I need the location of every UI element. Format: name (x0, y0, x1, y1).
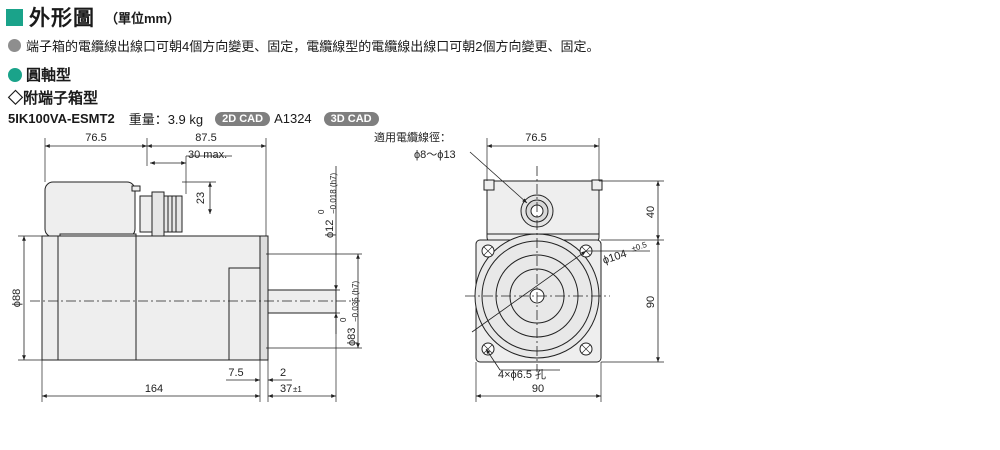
cad-2d-button[interactable]: 2D CAD (215, 111, 271, 126)
dim-23: 23 (195, 192, 207, 204)
dimension-drawing: 76.5 87.5 30 max. 23 ϕ12 0 −0.018 (h7) ϕ… (11, 130, 664, 402)
dim-37: 37 ±1 (280, 383, 302, 395)
svg-text:ϕ12: ϕ12 (324, 220, 336, 238)
model-name: 5IK100VA-ESMT2 (8, 111, 115, 126)
subsection-title: ◇附端子箱型 (8, 90, 99, 107)
front-view (465, 138, 664, 402)
svg-text:−0.018 (h7): −0.018 (h7) (329, 173, 338, 214)
dim-shaft-dia: ϕ12 0 −0.018 (h7) (317, 173, 338, 238)
gray-bullet-icon (8, 39, 21, 52)
motor-body (41, 235, 261, 361)
cable-label: 適用電纜線徑： (374, 130, 451, 144)
green-square-icon (6, 8, 23, 26)
svg-text:ϕ83: ϕ83 (346, 328, 358, 346)
dim-holes: 4×ϕ6.5 孔 (498, 368, 546, 381)
dim-76-5-side: 76.5 (85, 132, 106, 144)
dim-pcd: ϕ104 ±0.5 (601, 240, 648, 267)
cad-3d-button[interactable]: 3D CAD (323, 111, 379, 126)
svg-text:0: 0 (317, 209, 326, 214)
dim-90-bottom: 90 (532, 383, 544, 395)
dim-164: 164 (145, 383, 163, 395)
flange (259, 235, 269, 361)
cad-2d-code: A1324 (274, 111, 312, 126)
terminal-box (44, 181, 136, 238)
model-weight: 重量：3.9 kg (128, 112, 204, 127)
section-title: 圓軸型 (26, 67, 72, 84)
dim-90-right: 90 (645, 296, 657, 308)
description-text: 端子箱的電纜線出線口可朝4個方向變更、固定，電纜線型的電纜線出線口可朝2個方向變… (26, 39, 600, 54)
side-view (18, 138, 362, 402)
model-row: 5IK100VA-ESMT2 重量：3.9 kg 2D CAD A1324 3D… (8, 109, 383, 128)
dim-body-dia: ϕ88 (11, 289, 23, 307)
dim-pilot-dia: ϕ83 0 −0.035 (h7) (339, 281, 360, 346)
green-bullet-icon (8, 67, 22, 82)
mounting-holes (481, 244, 593, 356)
dim-40: 40 (645, 206, 657, 218)
cable-gland (139, 195, 153, 233)
svg-text:0: 0 (339, 317, 348, 322)
dim-30-max: 30 max. (188, 149, 227, 161)
svg-text:37: 37 (280, 383, 292, 395)
svg-text:±0.5: ±0.5 (630, 240, 648, 254)
dim-87-5: 87.5 (195, 132, 216, 144)
svg-text:−0.035 (h7): −0.035 (h7) (351, 281, 360, 322)
shaft (267, 289, 337, 314)
description-line: 端子箱的電纜線出線口可朝4個方向變更、固定，電纜線型的電纜線出線口可朝2個方向變… (8, 36, 599, 55)
cable-range: ϕ8～ϕ13 (414, 149, 456, 161)
dim-76-5-front: 76.5 (525, 132, 546, 144)
dim-7-5: 7.5 (228, 367, 243, 379)
svg-text:±1: ±1 (293, 385, 302, 394)
header: 外形圖 （單位mm） (6, 4, 180, 30)
page-title: 外形圖 (29, 7, 95, 30)
unit-note: （單位mm） (105, 10, 181, 26)
section-heading: 圓軸型 (8, 64, 71, 85)
dim-2: 2 (280, 367, 286, 379)
